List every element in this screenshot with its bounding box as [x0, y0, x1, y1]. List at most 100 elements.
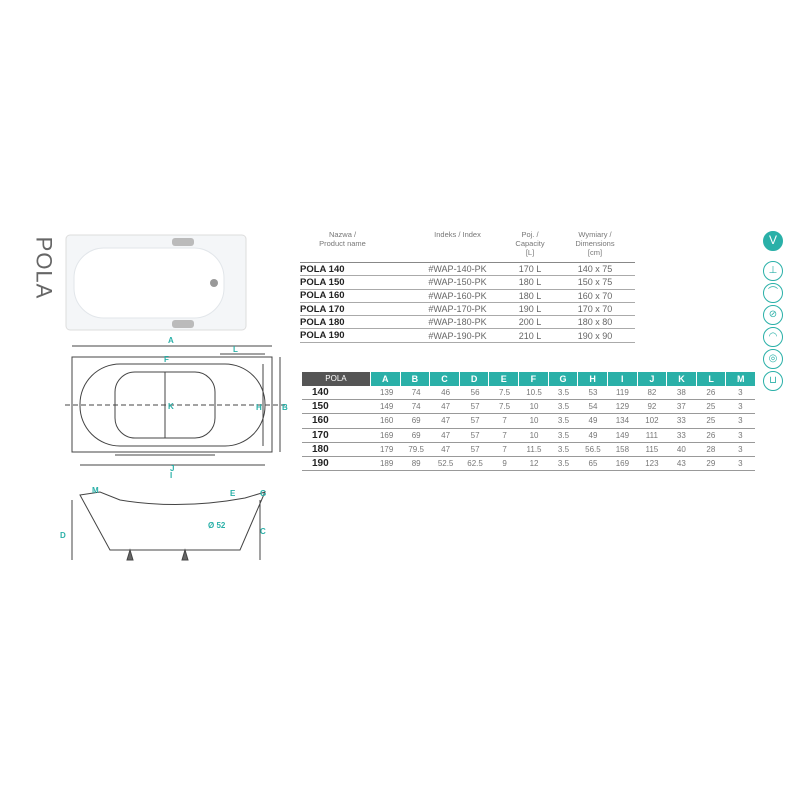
col-header: A [369, 372, 400, 386]
table-cell: 33 [676, 430, 686, 440]
col-header-index: Indeks / Index [434, 230, 481, 239]
col-header: G [547, 372, 578, 386]
col-header: C [429, 372, 459, 386]
table-cell: 10 [529, 416, 539, 426]
table-cell: 82 [647, 388, 657, 398]
table-cell: 47 [441, 444, 451, 454]
table-cell: 29 [706, 459, 716, 469]
table-cell: 28 [706, 444, 716, 454]
table-cell: 190 x 90 [577, 330, 613, 341]
table-cell: 189 [379, 459, 394, 469]
table-cell: 47 [441, 416, 451, 426]
col-header: M [725, 372, 756, 386]
table-cell: #WAP-150-PK [428, 277, 487, 288]
table-cell: POLA 150 [300, 276, 345, 288]
svg-text:E: E [230, 489, 236, 498]
table-cell: 140 [312, 387, 329, 399]
table-cell: #WAP-160-PK [428, 290, 487, 301]
seat-icon: ⊔ [763, 371, 783, 391]
table-cell: 170 L [518, 264, 542, 275]
table-cell: POLA 180 [300, 316, 345, 328]
table-cell: 3 [738, 416, 743, 426]
table-cell: 74 [411, 402, 421, 412]
table-cell: 3 [738, 459, 743, 469]
side-view-diagram [71, 491, 266, 561]
table-cell: 150 x 75 [577, 277, 613, 288]
table-cell: 57 [470, 402, 480, 412]
table-cell: 40 [676, 444, 686, 454]
bathtub-photo [65, 234, 247, 331]
table-cell: 47 [441, 402, 451, 412]
table-cell: 180 L [518, 277, 542, 288]
no-drill-icon: ⊘ [763, 305, 783, 325]
table-cell: 74 [411, 388, 421, 398]
table-cell: 3 [738, 444, 743, 454]
svg-text:H: H [256, 403, 262, 412]
table-cell: 11.5 [526, 444, 542, 454]
table-cell: 38 [676, 388, 686, 398]
table-cell: 139 [379, 388, 394, 398]
svg-text:B: B [282, 403, 288, 412]
svg-text:L: L [233, 345, 238, 354]
table-cell: 3.5 [557, 459, 570, 469]
table-cell: 169 [379, 430, 394, 440]
table-cell: 62.5 [467, 459, 483, 469]
table-cell: 190 [312, 458, 329, 470]
table-cell: POLA 160 [300, 290, 345, 302]
table-cell: 12 [529, 459, 539, 469]
table-cell: 3.5 [557, 430, 570, 440]
table-cell: 3 [738, 402, 743, 412]
table-cell: 158 [615, 444, 630, 454]
table-cell: 3.5 [557, 388, 570, 398]
table-cell: 49 [588, 430, 598, 440]
table-cell: 92 [647, 402, 657, 412]
table-cell: 46 [441, 388, 451, 398]
table-cell: 37 [676, 402, 686, 412]
table-cell: 52.5 [437, 459, 454, 469]
table-cell: 7.5 [498, 402, 511, 412]
col-header: K [666, 372, 696, 386]
table-cell: 170 [312, 429, 329, 441]
table-cell: 65 [588, 459, 598, 469]
col-header: I [606, 372, 637, 386]
table-cell: 33 [676, 416, 686, 426]
col-header: F [518, 372, 548, 386]
drain-icon: ◎ [763, 349, 783, 369]
table-cell: 111 [645, 430, 658, 440]
table-cell: POLA 170 [300, 303, 345, 315]
table-cell: 150 [312, 401, 329, 413]
table-cell: 10 [529, 402, 539, 412]
table-cell: 89 [411, 459, 421, 469]
table-cell: 149 [615, 430, 630, 440]
svg-text:Ø 52: Ø 52 [208, 521, 226, 530]
table-cell: 210 L [518, 330, 542, 341]
col-header-dimensions: Wymiary / Dimensions [cm] [575, 230, 615, 257]
feature-icons: V⊥⌒⊘◠◎⊔ [763, 231, 785, 393]
table-cell: 200 L [518, 317, 542, 328]
table-cell: 160 [312, 415, 329, 427]
table-cell: 49 [588, 416, 598, 426]
table-cell: 169 [615, 459, 630, 469]
ergonomic-icon: ◠ [763, 327, 783, 347]
table-cell: 69 [411, 416, 421, 426]
svg-text:G: G [260, 489, 266, 498]
table-cell: 123 [645, 459, 659, 469]
svg-text:F: F [164, 355, 169, 364]
table-cell: 179 [379, 444, 394, 454]
table-cell: #WAP-140-PK [428, 264, 487, 275]
table-cell: 10 [529, 430, 539, 440]
col-header: D [458, 372, 489, 386]
table-cell: 56 [470, 388, 480, 398]
table-cell: 57 [470, 430, 480, 440]
table-cell: 129 [615, 402, 630, 412]
svg-text:M: M [92, 486, 99, 495]
table-cell: POLA 140 [300, 263, 345, 275]
svg-text:K: K [168, 402, 174, 411]
table-cell: 180 [312, 443, 329, 455]
table-cell: 180 x 80 [577, 317, 613, 328]
